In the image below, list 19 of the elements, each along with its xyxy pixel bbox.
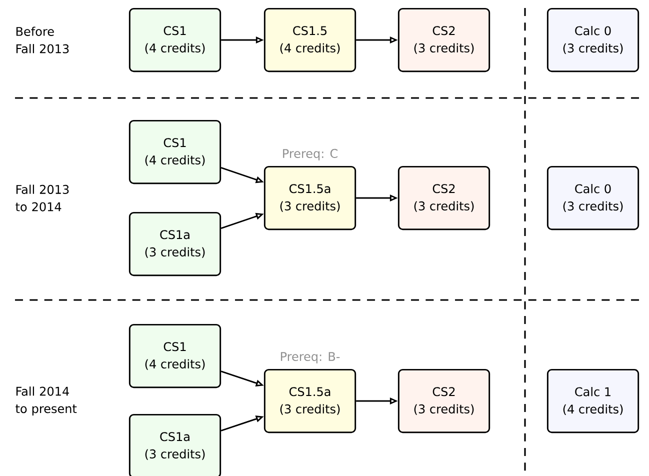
course-box: CS1.5 (4 credits) — [264, 8, 356, 72]
course-box: CS1a (3 credits) — [128, 414, 222, 476]
course-box: CS2 (3 credits) — [398, 8, 490, 72]
course-box: CS1.5a (3 credits) — [264, 368, 356, 434]
period-label: Fall 2014 to present — [16, 386, 77, 416]
course-box: CS1 (4 credits) — [128, 120, 222, 184]
period-label: Before Fall 2013 — [16, 26, 69, 54]
period-label: Fall 2013 to 2014 — [16, 184, 69, 212]
prereq-note: Prereq: C — [283, 148, 338, 160]
course-box: CS1 (4 credits) — [128, 8, 222, 72]
course-box: Calc 0 (3 credits) — [546, 166, 640, 230]
course-box: CS1a (3 credits) — [128, 212, 222, 276]
course-box: CS1 (4 credits) — [128, 324, 222, 388]
course-box: CS2 (3 credits) — [398, 166, 490, 230]
course-box: CS1.5a (3 credits) — [264, 166, 356, 230]
prereq-note: Prereq: B- — [280, 352, 340, 364]
course-box: Calc 0 (3 credits) — [546, 8, 640, 72]
course-box: Calc 1 (4 credits) — [546, 368, 640, 434]
course-box: CS2 (3 credits) — [398, 368, 490, 434]
